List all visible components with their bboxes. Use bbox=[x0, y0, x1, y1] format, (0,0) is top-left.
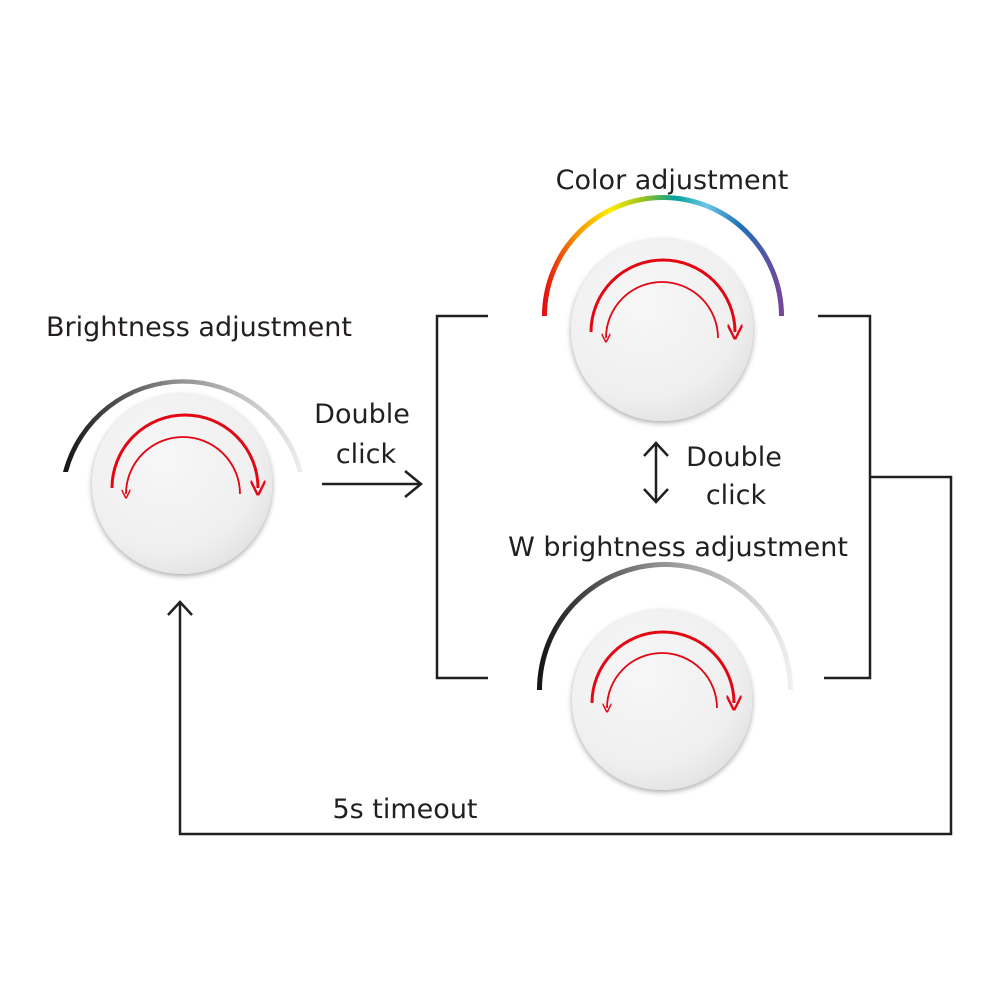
flow-arrow-right-icon bbox=[322, 470, 423, 498]
color-knob-icon[interactable] bbox=[571, 239, 753, 421]
color-rotate-arrows-icon bbox=[589, 258, 735, 338]
timeout-return-path bbox=[167, 475, 953, 836]
brightness-rotate-arrows-icon bbox=[110, 413, 258, 494]
toggle-double-arrow-vertical-icon bbox=[643, 441, 669, 504]
double-click-label-bottom: click bbox=[336, 439, 397, 470]
w-brightness-knob-icon[interactable] bbox=[572, 610, 752, 790]
double-click-label-top: Double bbox=[314, 399, 410, 430]
double-click-toggle-label-bottom: click bbox=[706, 480, 767, 511]
color-adjustment-label: Color adjustment bbox=[556, 165, 789, 196]
timeout-label: 5s timeout bbox=[332, 794, 477, 825]
w-brightness-rotate-arrows-icon bbox=[590, 630, 734, 708]
brightness-knob-icon[interactable] bbox=[92, 394, 272, 574]
left-bracket bbox=[435, 314, 488, 680]
double-click-toggle-label-top: Double bbox=[686, 442, 782, 473]
right-bracket bbox=[818, 314, 872, 680]
w-brightness-adjustment-label: W brightness adjustment bbox=[508, 532, 848, 563]
brightness-adjustment-label: Brightness adjustment bbox=[46, 312, 352, 343]
